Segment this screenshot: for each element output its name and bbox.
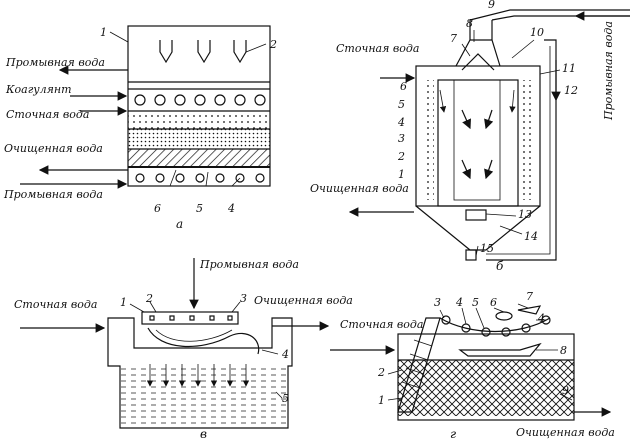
panel-b-caption: б bbox=[496, 259, 504, 273]
panel-a-sand-coarse bbox=[128, 111, 270, 129]
panel-b-label-6: 6 bbox=[400, 80, 407, 93]
panel-v-drain-arrows bbox=[146, 364, 250, 387]
panel-g-waste-water: Сточная вода bbox=[340, 318, 423, 331]
panel-g-belt bbox=[439, 317, 551, 332]
panel-g-label-4b: 4 bbox=[537, 312, 545, 325]
panel-a-label-1: 1 bbox=[100, 26, 107, 39]
panel-a-caption: а bbox=[176, 217, 183, 231]
panel-v-wash-water: Промывная вода bbox=[199, 258, 299, 271]
panel-v-caption: в bbox=[200, 427, 207, 441]
panel-v-water bbox=[120, 366, 288, 428]
panel-a-sand-fine bbox=[128, 129, 270, 149]
panel-v-label-3: 3 bbox=[240, 292, 247, 305]
panel-a-drain bbox=[135, 173, 265, 183]
panel-b-label-14: 14 bbox=[524, 230, 538, 243]
panel-b-label-7: 7 bbox=[450, 32, 457, 45]
panel-b-media-left bbox=[424, 80, 434, 200]
panel-b: 9 8 7 10 11 12 6 5 4 3 2 1 13 14 15 Сточ… bbox=[310, 0, 630, 273]
panel-b-clean-water: Очищенная вода bbox=[310, 182, 409, 195]
panel-g-label-5: 5 bbox=[472, 296, 479, 309]
panel-a-wash-water-top: Промывная вода bbox=[5, 56, 105, 69]
panel-a-tank bbox=[127, 25, 271, 187]
panel-b-label-9: 9 bbox=[488, 0, 495, 11]
panel-v-tray bbox=[141, 311, 239, 325]
panel-b-label-2: 2 bbox=[397, 150, 405, 163]
panel-b-waste-water: Сточная вода bbox=[336, 42, 419, 55]
panel-b-label-1: 1 bbox=[398, 168, 405, 181]
panel-g: 3 4 5 6 7 4 8 2 1 9 Сточная вода Очищенн… bbox=[330, 290, 615, 441]
panel-a-collectors bbox=[159, 40, 247, 64]
panel-v-clean-water: Очищенная вода bbox=[254, 294, 353, 307]
panel-g-label-3: 3 bbox=[434, 296, 441, 309]
panel-v-label-4: 4 bbox=[281, 348, 289, 361]
panel-v-label-5: 5 bbox=[282, 392, 289, 405]
panel-b-label-4: 4 bbox=[397, 116, 405, 129]
panel-g-clean-water: Очищенная вода bbox=[516, 426, 615, 439]
panel-a-coagulant: Коагулянт bbox=[5, 83, 72, 96]
panel-a-gravel bbox=[128, 149, 270, 167]
panel-g-label-7: 7 bbox=[526, 290, 533, 303]
panel-g-label-9: 9 bbox=[562, 384, 569, 397]
panel-b-label-5: 5 bbox=[398, 98, 405, 111]
panel-g-label-4: 4 bbox=[455, 296, 463, 309]
panel-a-clean-water: Очищенная вода bbox=[4, 142, 103, 155]
panel-a-label-4: 4 bbox=[227, 202, 235, 215]
panel-b-label-3: 3 bbox=[398, 132, 405, 145]
panel-g-inclined-screen bbox=[397, 317, 441, 413]
panel-g-label-2: 2 bbox=[377, 366, 385, 379]
panel-b-label-10: 10 bbox=[530, 26, 544, 39]
panel-g-label-6: 6 bbox=[490, 296, 497, 309]
panel-v-nozzles bbox=[149, 315, 233, 321]
panel-b-label-12: 12 bbox=[564, 84, 578, 97]
panel-b-label-15: 15 bbox=[480, 242, 494, 255]
panel-b-inner-column bbox=[437, 79, 519, 207]
panel-a-label-5: 5 bbox=[196, 202, 203, 215]
panel-v-label-1: 1 bbox=[120, 296, 127, 309]
panel-b-media-right bbox=[522, 80, 532, 200]
panel-a-label-6: 6 bbox=[154, 202, 161, 215]
panel-g-label-1: 1 bbox=[378, 394, 385, 407]
panel-b-label-11: 11 bbox=[562, 62, 576, 75]
panel-g-label-8: 8 bbox=[560, 344, 567, 357]
panel-a-upper-media bbox=[134, 94, 266, 106]
panel-b-wash-water: Промывная вода bbox=[602, 21, 615, 121]
panel-a-waste-water: Сточная вода bbox=[6, 108, 89, 121]
panel-a-wash-water-bottom: Промывная вода bbox=[3, 188, 103, 201]
panel-b-label-8: 8 bbox=[466, 17, 473, 30]
panel-a-label-2: 2 bbox=[269, 38, 277, 51]
panel-b-vessel bbox=[415, 65, 541, 207]
panel-v-label-2: 2 bbox=[145, 292, 153, 305]
panel-v-waste-water: Сточная вода bbox=[14, 298, 97, 311]
panel-g-caption: г bbox=[450, 427, 456, 441]
panel-g-media bbox=[398, 360, 574, 416]
panel-b-label-13: 13 bbox=[518, 208, 532, 221]
panel-v: 1 2 3 4 5 Сточная вода Промывная вода Оч… bbox=[14, 258, 353, 441]
panel-a: 1 2 6 5 4 Промывная вода Коагулянт Сточн… bbox=[3, 25, 277, 231]
